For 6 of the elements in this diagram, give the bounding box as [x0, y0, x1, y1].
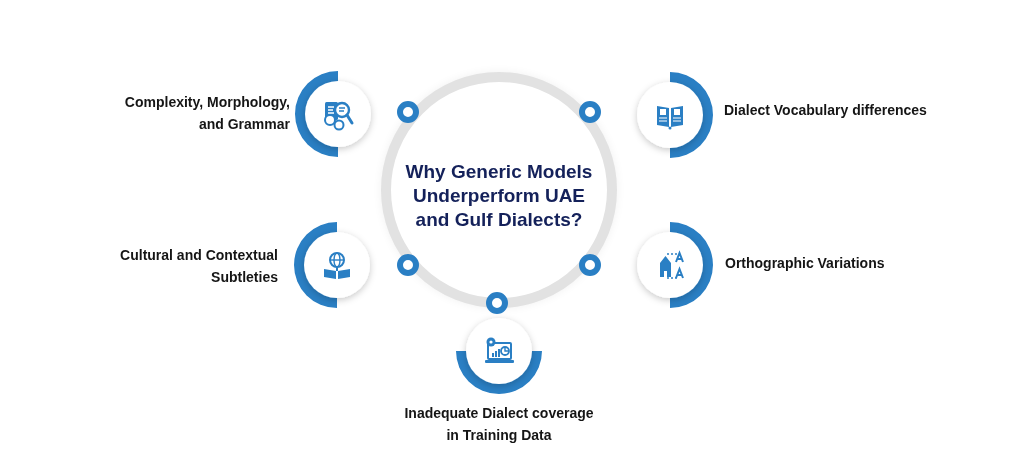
factor-label: Cultural and Contextual Subtleties	[119, 246, 278, 287]
factor-label: Orthographic Variations	[725, 254, 886, 273]
factor-label: Inadequate Dialect coverage in Training Data	[403, 404, 595, 445]
hub-title: Why Generic Models Underperform UAE and Gulf Dialects?	[404, 160, 594, 232]
factor-label: Complexity, Morphology, and Grammar	[123, 93, 290, 134]
factor-label: Dialect Vocabulary differences	[724, 101, 928, 120]
